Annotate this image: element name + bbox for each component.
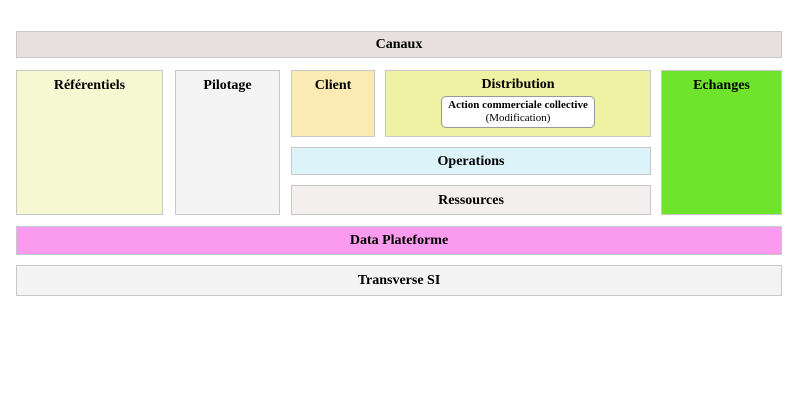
block-distribution-label: Distribution (481, 77, 555, 92)
block-echanges: Echanges (661, 70, 782, 215)
block-pilotage: Pilotage (175, 70, 280, 215)
block-canaux: Canaux (16, 31, 782, 58)
action-commerciale-callout: Action commerciale collective (Modificat… (441, 96, 595, 128)
block-client: Client (291, 70, 375, 137)
block-referentiels: Référentiels (16, 70, 163, 215)
block-ressources-label: Ressources (438, 192, 504, 208)
block-referentiels-label: Référentiels (53, 78, 126, 93)
block-canaux-label: Canaux (375, 37, 423, 52)
action-commerciale-title: Action commerciale collective (448, 99, 588, 111)
block-pilotage-label: Pilotage (203, 78, 252, 93)
block-distribution: Distribution Action commerciale collecti… (385, 70, 651, 137)
block-operations: Operations (291, 147, 651, 175)
action-commerciale-subtitle: (Modification) (485, 112, 551, 124)
block-transverse-si-label: Transverse SI (357, 273, 441, 288)
block-transverse-si: Transverse SI (16, 265, 782, 296)
block-data-plateforme: Data Plateforme (16, 226, 782, 255)
block-data-plateforme-label: Data Plateforme (349, 233, 449, 248)
block-echanges-label: Echanges (693, 78, 750, 93)
block-operations-label: Operations (437, 153, 505, 169)
block-ressources: Ressources (291, 185, 651, 215)
block-client-label: Client (314, 78, 352, 93)
